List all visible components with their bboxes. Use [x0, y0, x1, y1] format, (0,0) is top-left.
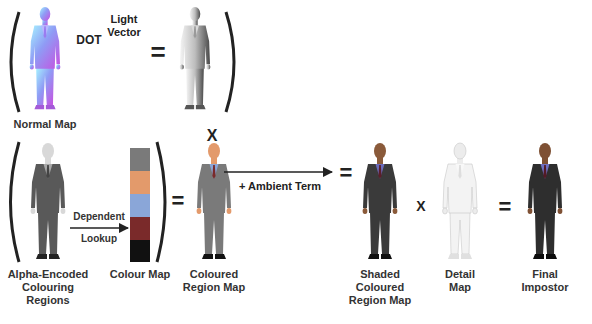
close-bracket	[226, 12, 234, 112]
coloured-region-figure	[197, 143, 232, 259]
caption: Detail Map	[445, 268, 475, 294]
final-impostor-node: Final Impostor	[525, 142, 565, 262]
detail-map-node: Detail Map	[440, 142, 480, 262]
caption: Final Impostor	[521, 268, 568, 294]
multiply-sign: X	[416, 198, 425, 214]
caption-block: Colour Map	[110, 268, 171, 281]
colour-band	[130, 194, 150, 217]
normal-map-node: Normal Map	[26, 6, 64, 112]
ambient-arrow	[224, 171, 332, 173]
lit-figure	[180, 7, 211, 109]
shaded-region-figure	[363, 143, 398, 259]
open-bracket	[11, 12, 19, 112]
lookup-arrow	[70, 227, 128, 229]
caption-block: Alpha-Encoded Colouring Regions	[3, 268, 93, 307]
caption: Coloured Region Map	[178, 268, 250, 294]
shaded-region-node: Shaded Coloured Region Map	[360, 142, 400, 262]
colour-map-node: Colour Map	[130, 148, 150, 262]
caption: Colour Map	[110, 268, 171, 281]
normal-map-figure	[30, 7, 61, 109]
open-bracket	[11, 142, 20, 262]
final-impostor-figure	[528, 143, 563, 259]
equals-sign: =	[499, 194, 512, 219]
detail-map-figure	[443, 143, 478, 259]
colour-strip	[130, 148, 150, 262]
caption: Normal Map	[14, 118, 77, 131]
caption: Shaded Coloured Region Map	[344, 268, 416, 307]
caption-block: Final Impostor	[521, 268, 568, 294]
multiply-sign: X	[207, 127, 218, 145]
colour-band	[130, 217, 150, 240]
edge-label: Dependent Lookup	[73, 206, 125, 250]
caption-block: Detail Map	[445, 268, 475, 294]
close-bracket	[157, 142, 165, 262]
light-vector-label: Light Vector	[107, 13, 141, 39]
caption-block: Normal Map	[14, 118, 77, 131]
ambient-term-label: + Ambient Term	[239, 180, 321, 193]
colour-band	[130, 240, 150, 262]
caption-block: Shaded Coloured Region Map	[344, 268, 416, 307]
caption-block: Coloured Region Map	[178, 268, 250, 294]
operator-word: DOT	[76, 33, 101, 47]
coloured-region-node: Coloured Region Map	[194, 142, 234, 262]
colour-band	[130, 148, 150, 171]
alpha-regions-node: Alpha-Encoded Colouring Regions	[28, 142, 68, 262]
equals-sign: =	[340, 160, 353, 185]
caption: Alpha-Encoded Colouring Regions	[3, 268, 93, 307]
equals-sign: =	[172, 188, 185, 213]
colour-band	[130, 171, 150, 194]
alpha-regions-figure	[31, 143, 66, 259]
equals-sign: =	[150, 37, 165, 67]
